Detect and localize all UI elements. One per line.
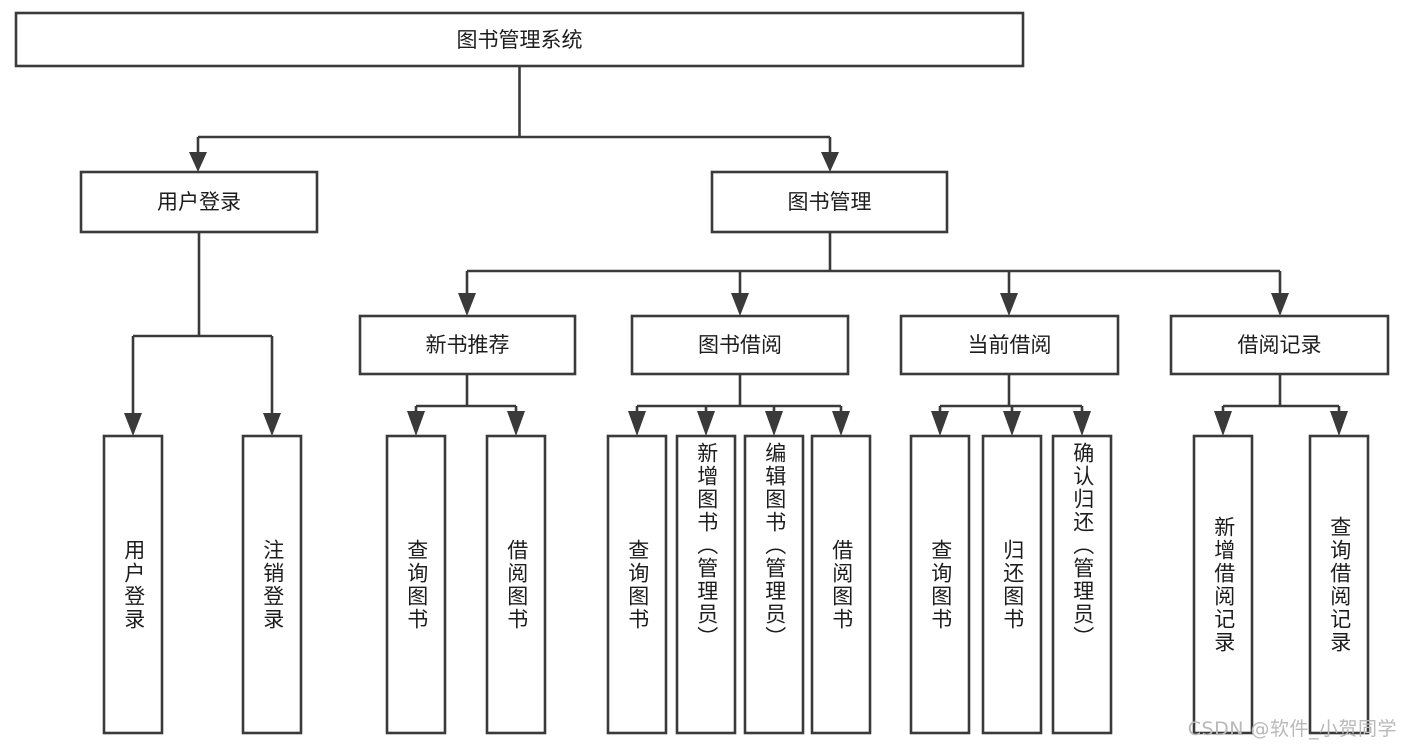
arrow-to-leaf-borrow-book <box>832 411 850 436</box>
node-borrow-record[interactable]: 借阅记录 <box>1169 314 1390 376</box>
arrow-to-new-book-rec <box>458 293 476 316</box>
node-book-manage[interactable]: 图书管理 <box>710 170 949 234</box>
arrow-to-leaf-borrow-book-rec <box>507 411 525 436</box>
node-new-book-rec-label: 新书推荐 <box>426 333 510 357</box>
arrow-to-user-login <box>189 152 207 172</box>
leaf-box-return-book[interactable] <box>981 434 1043 735</box>
leaf-box-borrow-book[interactable] <box>810 434 872 735</box>
node-current-borrow-box[interactable] <box>899 314 1120 376</box>
leaf-box-add-record[interactable] <box>1192 434 1254 735</box>
node-user-login-box[interactable] <box>79 170 319 234</box>
node-root[interactable]: 图书管理系统 <box>14 11 1025 68</box>
node-root-label: 图书管理系统 <box>457 28 583 52</box>
node-current-borrow[interactable]: 当前借阅 <box>899 314 1120 376</box>
arrow-to-leaf-add-book <box>697 411 715 436</box>
leaf-box-edit-book[interactable] <box>743 434 805 735</box>
node-book-manage-box[interactable] <box>710 170 949 234</box>
node-new-book-rec-box[interactable] <box>358 314 577 376</box>
node-book-borrow-box[interactable] <box>630 314 850 376</box>
leaf-box-borrow-book-rec[interactable] <box>485 434 547 735</box>
arrow-to-book-manage <box>821 152 839 172</box>
leaf-box-query-book-borrow[interactable] <box>606 434 668 735</box>
node-book-manage-label: 图书管理 <box>788 190 872 214</box>
arrow-to-leaf-add-record <box>1214 411 1232 436</box>
node-root-box[interactable] <box>14 11 1025 68</box>
arrow-to-leaf-query-record <box>1330 411 1348 436</box>
node-user-login[interactable]: 用户登录 <box>79 170 319 234</box>
arrow-to-leaf-user-login <box>124 413 142 436</box>
leaf-box-add-book[interactable] <box>675 434 737 735</box>
leaf-box-query-book-rec[interactable] <box>385 434 447 735</box>
arrow-to-current-borrow <box>1000 293 1018 316</box>
arrow-to-borrow-record <box>1271 293 1289 316</box>
leaf-box-query-record[interactable] <box>1308 434 1370 735</box>
leaf-box-layer <box>102 434 1370 735</box>
leaf-box-confirm-return[interactable] <box>1051 434 1113 735</box>
node-book-borrow-label: 图书借阅 <box>698 333 782 357</box>
arrow-to-leaf-query-book-rec <box>407 411 425 436</box>
arrow-to-leaf-query-book-borrow <box>628 411 646 436</box>
node-borrow-record-box[interactable] <box>1169 314 1390 376</box>
arrow-to-leaf-confirm-return <box>1073 411 1091 436</box>
node-user-login-label: 用户登录 <box>157 190 241 214</box>
leaf-box-user-login[interactable] <box>102 434 164 735</box>
arrow-to-leaf-query-book-cur <box>931 411 949 436</box>
arrow-to-leaf-user-logout <box>263 413 281 436</box>
arrow-to-leaf-return-book <box>1003 411 1021 436</box>
node-book-borrow[interactable]: 图书借阅 <box>630 314 850 376</box>
node-borrow-record-label: 借阅记录 <box>1238 333 1322 357</box>
leaf-box-user-logout[interactable] <box>241 434 303 735</box>
node-new-book-rec[interactable]: 新书推荐 <box>358 314 577 376</box>
arrow-to-leaf-edit-book <box>765 411 783 436</box>
arrow-to-book-borrow <box>731 293 749 316</box>
connector-layer <box>124 66 1348 436</box>
leaf-box-query-book-cur[interactable] <box>909 434 971 735</box>
node-current-borrow-label: 当前借阅 <box>968 333 1052 357</box>
